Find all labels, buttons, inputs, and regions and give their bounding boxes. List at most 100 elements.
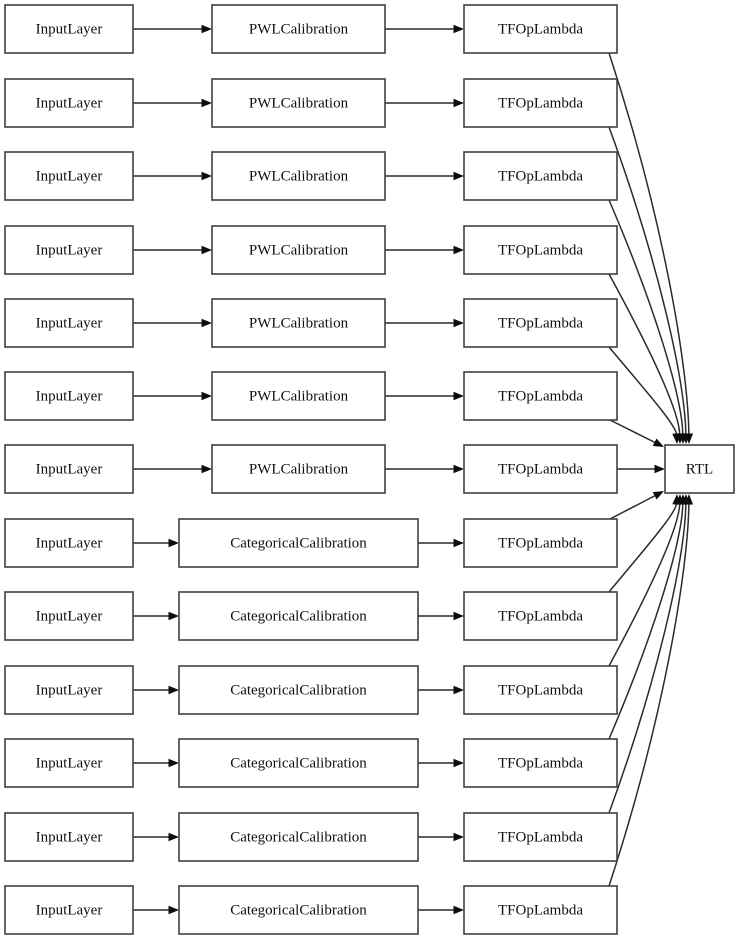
node-calibration-label-1: PWLCalibration: [249, 21, 349, 37]
edge-lambda-to-rtl-5: [608, 346, 678, 435]
node-tfoplambda-2[interactable]: TFOpLambda: [463, 78, 618, 128]
node-calibration-6[interactable]: PWLCalibration: [211, 371, 386, 421]
node-tfoplambda-12[interactable]: TFOpLambda: [463, 812, 618, 862]
node-calibration-2[interactable]: PWLCalibration: [211, 78, 386, 128]
edge-input-to-calibration-13-head: [168, 905, 179, 915]
edge-lambda-to-rtl-2: [608, 126, 687, 435]
node-input-layer-3[interactable]: InputLayer: [4, 151, 134, 201]
node-input-layer-4[interactable]: InputLayer: [4, 225, 134, 275]
edge-lambda-to-rtl-6-head: [652, 438, 664, 447]
node-tfoplambda-label-12: TFOpLambda: [498, 829, 583, 845]
edge-calibration-to-lambda-3-head: [453, 171, 464, 181]
edge-input-to-calibration-11-head: [168, 758, 179, 768]
node-calibration-5[interactable]: PWLCalibration: [211, 298, 386, 348]
node-input-layer-label-4: InputLayer: [36, 242, 103, 258]
edge-calibration-to-lambda-6-head: [453, 391, 464, 401]
edge-calibration-to-lambda-2-head: [453, 98, 464, 108]
node-tfoplambda-13[interactable]: TFOpLambda: [463, 885, 618, 935]
node-tfoplambda-label-9: TFOpLambda: [498, 608, 583, 624]
node-calibration-12[interactable]: CategoricalCalibration: [178, 812, 419, 862]
node-calibration-13[interactable]: CategoricalCalibration: [178, 885, 419, 935]
node-input-layer-2[interactable]: InputLayer: [4, 78, 134, 128]
edge-calibration-to-lambda-11-head: [453, 758, 464, 768]
node-calibration-label-10: CategoricalCalibration: [230, 682, 367, 698]
edge-lambda-to-rtl-4: [608, 273, 681, 435]
node-input-layer-label-7: InputLayer: [36, 461, 103, 477]
node-input-layer-13[interactable]: InputLayer: [4, 885, 134, 935]
edge-lambda-to-rtl-13-head: [684, 494, 694, 505]
node-tfoplambda-label-11: TFOpLambda: [498, 755, 583, 771]
node-calibration-label-9: CategoricalCalibration: [230, 608, 367, 624]
node-input-layer-label-12: InputLayer: [36, 829, 103, 845]
edge-lambda-to-rtl-8: [609, 494, 656, 520]
node-calibration-8[interactable]: CategoricalCalibration: [178, 518, 419, 568]
node-input-layer-9[interactable]: InputLayer: [4, 591, 134, 641]
edge-lambda-to-rtl-10: [608, 503, 681, 667]
node-input-layer-8[interactable]: InputLayer: [4, 518, 134, 568]
node-tfoplambda-label-4: TFOpLambda: [498, 242, 583, 258]
node-tfoplambda-9[interactable]: TFOpLambda: [463, 591, 618, 641]
node-tfoplambda-label-13: TFOpLambda: [498, 902, 583, 918]
edge-input-to-calibration-2-head: [201, 98, 212, 108]
node-input-layer-label-8: InputLayer: [36, 535, 103, 551]
node-rtl-output[interactable]: RTL: [664, 444, 735, 494]
node-input-layer-label-13: InputLayer: [36, 902, 103, 918]
node-calibration-label-6: PWLCalibration: [249, 388, 349, 404]
edge-lambda-to-rtl-11: [608, 503, 684, 740]
edge-calibration-to-lambda-8-head: [453, 538, 464, 548]
edge-input-to-calibration-9-head: [168, 611, 179, 621]
node-calibration-label-5: PWLCalibration: [249, 315, 349, 331]
node-input-layer-10[interactable]: InputLayer: [4, 665, 134, 715]
node-calibration-3[interactable]: PWLCalibration: [211, 151, 386, 201]
node-input-layer-label-2: InputLayer: [36, 95, 103, 111]
node-calibration-1[interactable]: PWLCalibration: [211, 4, 386, 54]
node-input-layer-label-1: InputLayer: [36, 21, 103, 37]
edge-lambda-to-rtl-8-head: [652, 491, 664, 500]
node-calibration-10[interactable]: CategoricalCalibration: [178, 665, 419, 715]
edge-lambda-to-rtl-5-head: [672, 433, 681, 444]
node-input-layer-label-10: InputLayer: [36, 682, 103, 698]
edge-input-to-calibration-7-head: [201, 464, 212, 474]
node-tfoplambda-1[interactable]: TFOpLambda: [463, 4, 618, 54]
edge-lambda-to-rtl-9: [608, 503, 678, 593]
edge-input-to-calibration-3-head: [201, 171, 212, 181]
node-tfoplambda-6[interactable]: TFOpLambda: [463, 371, 618, 421]
edge-calibration-to-lambda-7-head: [453, 464, 464, 474]
node-input-layer-7[interactable]: InputLayer: [4, 444, 134, 494]
node-input-layer-11[interactable]: InputLayer: [4, 738, 134, 788]
node-calibration-label-8: CategoricalCalibration: [230, 535, 367, 551]
node-calibration-7[interactable]: PWLCalibration: [211, 444, 386, 494]
node-input-layer-6[interactable]: InputLayer: [4, 371, 134, 421]
node-tfoplambda-3[interactable]: TFOpLambda: [463, 151, 618, 201]
node-tfoplambda-4[interactable]: TFOpLambda: [463, 225, 618, 275]
node-input-layer-label-3: InputLayer: [36, 168, 103, 184]
node-tfoplambda-11[interactable]: TFOpLambda: [463, 738, 618, 788]
edge-calibration-to-lambda-1-head: [453, 24, 464, 34]
node-input-layer-1[interactable]: InputLayer: [4, 4, 134, 54]
edge-input-to-calibration-10-head: [168, 685, 179, 695]
node-calibration-label-2: PWLCalibration: [249, 95, 349, 111]
node-tfoplambda-label-10: TFOpLambda: [498, 682, 583, 698]
edge-calibration-to-lambda-13-head: [453, 905, 464, 915]
node-calibration-9[interactable]: CategoricalCalibration: [178, 591, 419, 641]
node-tfoplambda-label-3: TFOpLambda: [498, 168, 583, 184]
node-tfoplambda-label-8: TFOpLambda: [498, 535, 583, 551]
node-tfoplambda-label-6: TFOpLambda: [498, 388, 583, 404]
node-calibration-label-11: CategoricalCalibration: [230, 755, 367, 771]
node-tfoplambda-8[interactable]: TFOpLambda: [463, 518, 618, 568]
node-tfoplambda-10[interactable]: TFOpLambda: [463, 665, 618, 715]
edge-input-to-calibration-4-head: [201, 245, 212, 255]
node-tfoplambda-5[interactable]: TFOpLambda: [463, 298, 618, 348]
node-input-layer-12[interactable]: InputLayer: [4, 812, 134, 862]
node-input-layer-label-9: InputLayer: [36, 608, 103, 624]
node-calibration-11[interactable]: CategoricalCalibration: [178, 738, 419, 788]
node-calibration-4[interactable]: PWLCalibration: [211, 225, 386, 275]
node-input-layer-5[interactable]: InputLayer: [4, 298, 134, 348]
node-tfoplambda-label-2: TFOpLambda: [498, 95, 583, 111]
edge-calibration-to-lambda-9-head: [453, 611, 464, 621]
node-tfoplambda-7[interactable]: TFOpLambda: [463, 444, 618, 494]
edge-input-to-calibration-1-head: [201, 24, 212, 34]
